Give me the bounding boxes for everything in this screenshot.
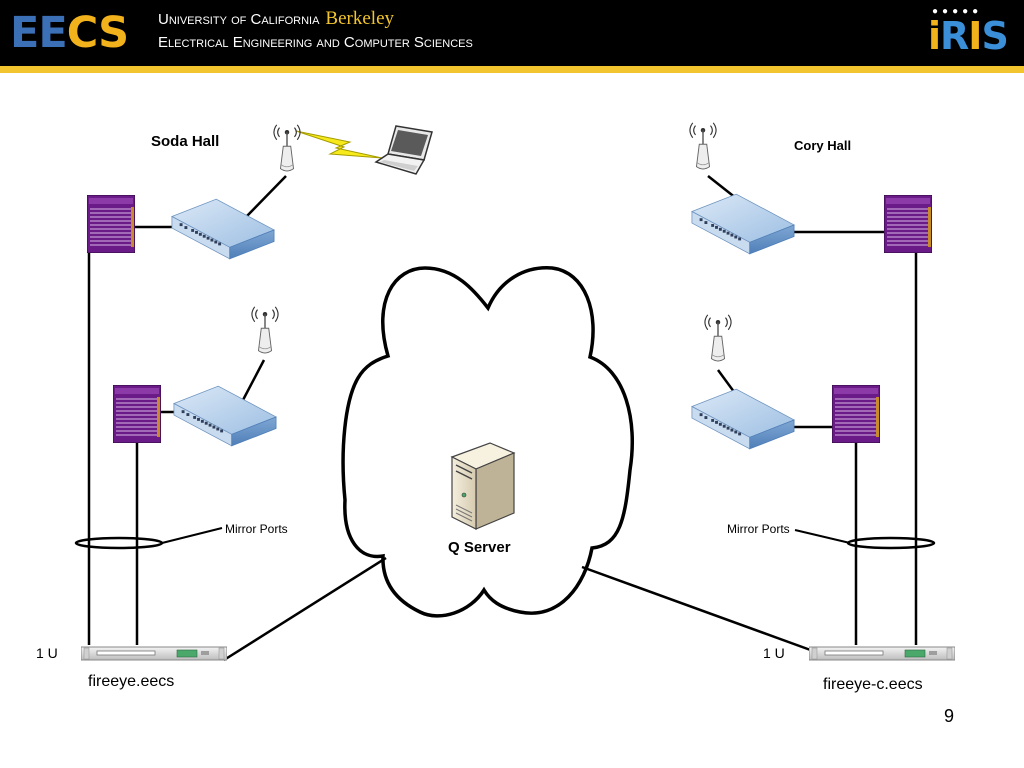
soda-rack-2 — [113, 385, 161, 443]
soda-switch2-ap-link — [241, 359, 266, 401]
berkeley-wordmark: Berkeley — [325, 8, 394, 29]
network-diagram: Soda Hall Cory Hall Q Server Mirror Port… — [36, 122, 955, 693]
mirror-callout-right — [794, 529, 851, 544]
iris-logo: ●●●●● iRIS — [926, 6, 1016, 58]
slide-header — [0, 0, 1024, 66]
cory-switch-2 — [691, 388, 795, 450]
eecs-logo-ee: EE — [10, 8, 68, 58]
laptop-icon — [374, 125, 433, 175]
iris-logo-text: iRIS — [928, 14, 1009, 58]
cory-rack-2 — [832, 385, 880, 443]
soda-hall-label: Soda Hall — [151, 133, 219, 150]
header-gold-bar — [0, 66, 1024, 73]
soda-access-point-1 — [273, 124, 301, 172]
soda-rack-1 — [87, 195, 135, 253]
rack-unit-right-label: 1 U — [763, 645, 785, 661]
q-server-icon — [450, 442, 516, 530]
soda-switch-2 — [173, 385, 277, 447]
wireless-link-bolt — [295, 130, 383, 159]
cory-access-point-2 — [704, 314, 732, 362]
eecs-logo: EECS — [10, 12, 129, 55]
cory-hall-label: Cory Hall — [794, 138, 851, 153]
q-server-label: Q Server — [448, 539, 511, 556]
mirror-ports-left-label: Mirror Ports — [225, 522, 288, 536]
fireeye-left-cloud-link — [223, 556, 387, 662]
cory-rack-1 — [884, 195, 932, 253]
fireeye-right-cloud-link — [581, 565, 817, 654]
fireeye-left-label: fireeye.eecs — [88, 673, 174, 690]
fireeye-appliance-right — [809, 646, 955, 661]
eecs-logo-cs: CS — [66, 8, 129, 58]
iris-logo-dots: ●●●●● — [932, 6, 983, 17]
fireeye-right-label: fireeye-c.eecs — [823, 676, 923, 693]
university-title: University of California Berkeley — [158, 8, 394, 29]
page-number: 9 — [944, 706, 955, 726]
rack-unit-left-label: 1 U — [36, 645, 58, 661]
cory-access-point-1 — [689, 122, 717, 170]
department-title: Electrical Engineering and Computer Scie… — [158, 34, 473, 51]
soda-switch-1 — [171, 198, 275, 260]
university-line: University of California — [158, 11, 320, 28]
fireeye-appliance-left — [81, 646, 227, 661]
cory-switch-1 — [691, 193, 795, 255]
soda-access-point-2 — [251, 306, 279, 354]
mirror-callout-left — [161, 527, 223, 544]
mirror-tap-right — [846, 536, 936, 550]
mirror-ports-right-label: Mirror Ports — [727, 522, 790, 536]
network-cloud — [341, 266, 634, 618]
soda-switch1-ap-link — [245, 175, 287, 218]
